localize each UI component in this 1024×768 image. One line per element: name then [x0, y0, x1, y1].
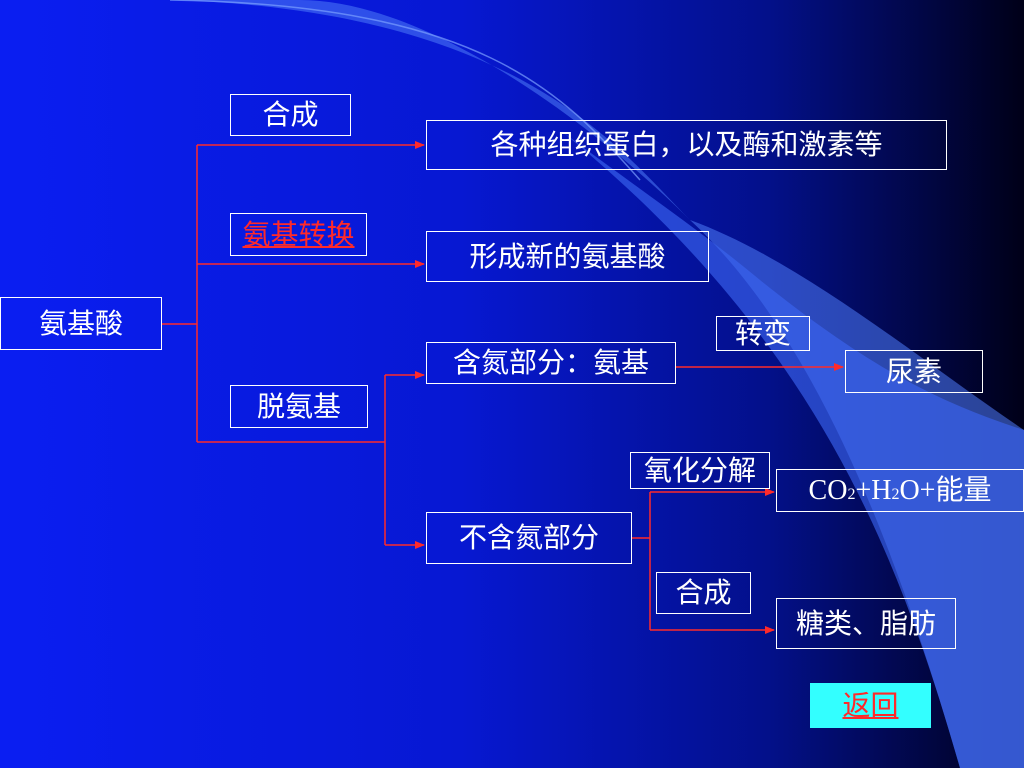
label-synthesis: 合成	[230, 94, 351, 136]
node-nitrogen-part: 含氮部分：氨基	[426, 342, 676, 384]
link-transamination[interactable]: 氨基转换	[230, 213, 367, 256]
label-convert: 转变	[716, 316, 810, 351]
node-new-amino-acid: 形成新的氨基酸	[426, 231, 709, 282]
label-synthesis-2: 合成	[656, 572, 751, 614]
subscript-2: 2	[891, 485, 900, 503]
node-non-nitrogen-part: 不含氮部分	[426, 512, 632, 564]
label-deamination: 脱氨基	[230, 385, 368, 428]
subscript-2: 2	[847, 485, 856, 503]
node-sugar-fat: 糖类、脂肪	[776, 598, 956, 649]
node-amino-acid: 氨基酸	[0, 297, 162, 350]
label-oxidation: 氧化分解	[630, 452, 770, 489]
node-tissue-protein: 各种组织蛋白，以及酶和激素等	[426, 120, 947, 170]
node-urea: 尿素	[845, 350, 983, 393]
return-button[interactable]: 返回	[810, 683, 931, 728]
